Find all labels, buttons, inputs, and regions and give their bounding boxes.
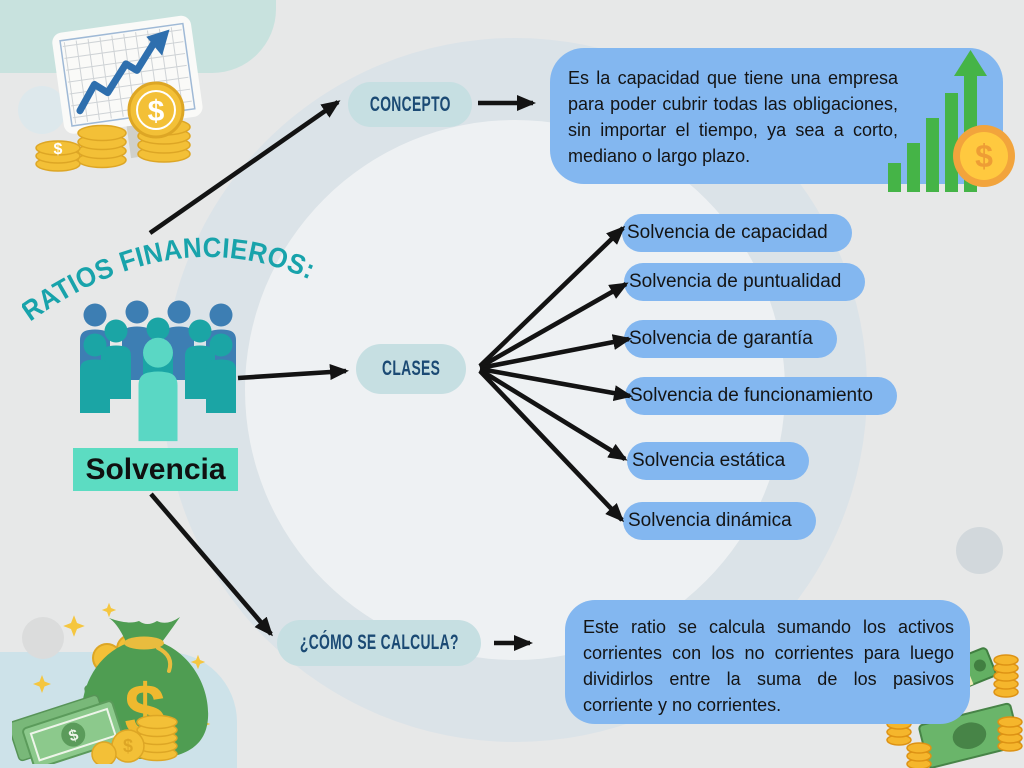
node-concepto-label: CONCEPTO [369, 92, 451, 116]
class-pill-capacidad: Solvencia de capacidad [622, 214, 852, 252]
class-pill-puntualidad: Solvencia de puntualidad [624, 263, 866, 301]
svg-text:$: $ [148, 95, 165, 128]
growth-chart-with-coins-icon: $ $ [35, 15, 203, 172]
node-clases-label: CLASES [381, 357, 441, 380]
node-concepto: CONCEPTO [348, 82, 472, 127]
decor-circle-top-left [18, 86, 66, 134]
decor-circle-bottom-right [956, 527, 1003, 574]
calculo-definition-box: Este ratio se calcula sumando los activo… [565, 600, 970, 724]
main-topic-highlight: Solvencia [73, 448, 238, 491]
dollar-coin-icon: $ [953, 125, 1015, 187]
class-pill-garantia: Solvencia de garantía [624, 320, 837, 358]
node-como-se-calcula: ¿CÓMO SE CALCULA? [277, 620, 481, 666]
decor-circle-bottom-left [22, 617, 64, 659]
svg-text:$: $ [54, 141, 63, 158]
class-pill-funcionamiento: Solvencia de funcionamiento [625, 377, 897, 415]
class-pill-estatica: Solvencia estática [627, 442, 810, 480]
svg-text:$: $ [123, 736, 133, 756]
svg-text:RATIOS FINANCIEROS:: RATIOS FINANCIEROS: [22, 232, 320, 327]
dollar-symbol: $ [960, 132, 1008, 180]
node-clases: CLASES [356, 344, 466, 394]
money-bag-with-coins-and-bills-icon: $ $ $ [12, 602, 211, 764]
class-pill-dinamica: Solvencia dinámica [623, 502, 816, 540]
curved-title: RATIOS FINANCIEROS: [22, 232, 320, 327]
node-como-se-calcula-label: ¿CÓMO SE CALCULA? [299, 631, 459, 654]
